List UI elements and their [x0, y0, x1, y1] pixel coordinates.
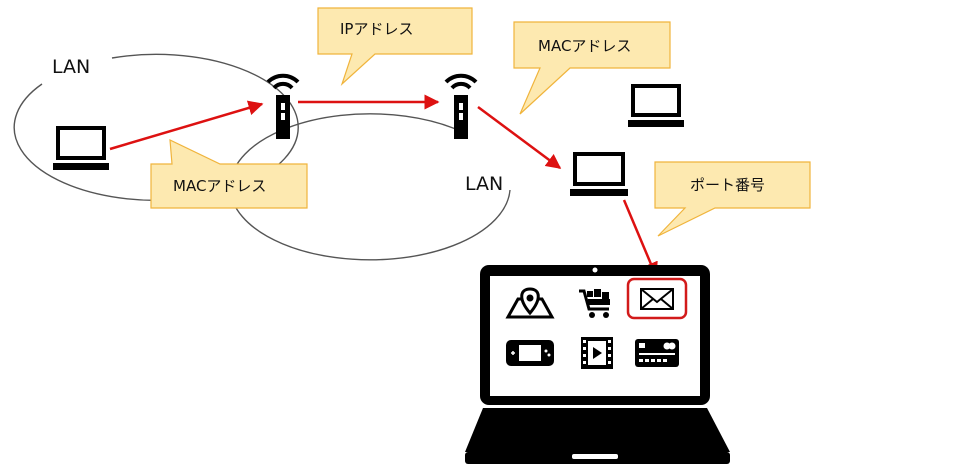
right-top-laptop-icon	[628, 84, 684, 127]
callout-mac-address-right-text: MACアドレス	[538, 37, 631, 55]
right-lan-ellipse	[229, 113, 511, 261]
right-router-icon	[444, 73, 478, 139]
large-laptop	[465, 265, 730, 464]
left-router-icon	[266, 73, 300, 139]
right-lan-label: LAN	[465, 173, 503, 195]
video-icon	[581, 337, 613, 369]
arrow-laptop-to-app	[622, 199, 658, 278]
callout-mac-address-left-text: MACアドレス	[173, 177, 266, 195]
callout-ip-address: IPアドレス	[317, 7, 473, 86]
callout-port-number: ポート番号	[654, 161, 811, 237]
callout-port-number-text: ポート番号	[690, 176, 765, 194]
left-laptop-icon	[53, 126, 109, 170]
callout-ip-address-text: IPアドレス	[340, 20, 413, 38]
game-controller-icon	[506, 340, 554, 366]
arrow-router-to-laptop	[477, 105, 562, 170]
left-lan-label: LAN	[52, 56, 90, 78]
map-pin-icon	[505, 287, 555, 319]
credit-card-icon	[635, 339, 679, 367]
callout-mac-address-right: MACアドレス	[513, 21, 671, 115]
right-bottom-laptop-icon	[570, 152, 628, 196]
mail-icon	[640, 288, 674, 310]
highlighted-app-frame	[626, 277, 688, 320]
arrow-laptop-to-router	[109, 100, 264, 151]
shopping-cart-icon	[579, 289, 610, 318]
callout-mac-address-left: MACアドレス	[150, 139, 308, 209]
